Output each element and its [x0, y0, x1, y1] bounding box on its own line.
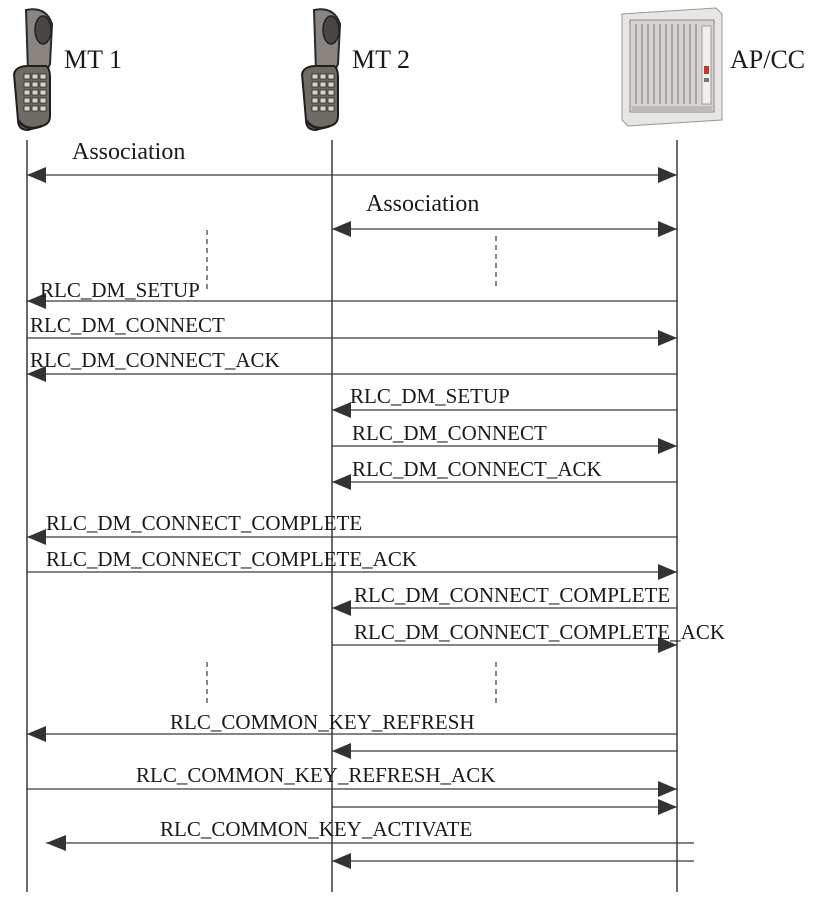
key-refresh-ack-mt1-message: RLC_COMMON_KEY_REFRESH_ACK: [27, 763, 677, 797]
mt1-connect-complete-ack-message: RLC_DM_CONNECT_COMPLETE_ACK: [27, 547, 677, 580]
mt1-connect-complete-ack-label: RLC_DM_CONNECT_COMPLETE_ACK: [46, 547, 417, 571]
mt2-label: MT 2: [352, 45, 410, 74]
association-mt2-label: Association: [366, 191, 479, 217]
key-refresh-ack-mt2-message: [332, 799, 677, 815]
mt2-connect-complete-label: RLC_DM_CONNECT_COMPLETE: [354, 583, 670, 607]
mt1-connect-complete-label: RLC_DM_CONNECT_COMPLETE: [46, 511, 362, 535]
mt2-connect-complete-message: RLC_DM_CONNECT_COMPLETE: [332, 583, 677, 616]
association-mt2-message: Association: [332, 191, 677, 237]
mt2-setup-message: RLC_DM_SETUP: [332, 384, 677, 418]
mt1-connect-label: RLC_DM_CONNECT: [30, 313, 225, 337]
key-activate-mt1-message: RLC_COMMON_KEY_ACTIVATE: [46, 817, 694, 851]
mt1-connect-complete-message: RLC_DM_CONNECT_COMPLETE: [27, 511, 677, 545]
mt1-setup-message: RLC_DM_SETUP: [27, 278, 677, 309]
mt1-label: MT 1: [64, 45, 122, 74]
mt2-connect-message: RLC_DM_CONNECT: [332, 421, 677, 454]
ap-rack-icon: [621, 7, 723, 127]
mt2-setup-label: RLC_DM_SETUP: [350, 384, 510, 408]
key-refresh-label: RLC_COMMON_KEY_REFRESH: [170, 710, 475, 734]
mt2-phone-icon: [300, 8, 342, 132]
mt1-connect-ack-label: RLC_DM_CONNECT_ACK: [30, 348, 280, 372]
key-activate-label: RLC_COMMON_KEY_ACTIVATE: [160, 817, 472, 841]
key-activate-mt2-message: [332, 853, 694, 869]
mt2-connect-ack-message: RLC_DM_CONNECT_ACK: [332, 457, 677, 490]
ap-label: AP/CC: [730, 45, 805, 74]
key-refresh-mt1-message: RLC_COMMON_KEY_REFRESH: [27, 710, 677, 742]
mt1-phone-icon: [12, 8, 54, 132]
mt1-setup-label: RLC_DM_SETUP: [40, 278, 200, 302]
mt1-connect-ack-message: RLC_DM_CONNECT_ACK: [27, 348, 677, 382]
association-mt1-label: Association: [72, 139, 185, 165]
key-refresh-mt2-message: [332, 743, 677, 759]
key-refresh-ack-label: RLC_COMMON_KEY_REFRESH_ACK: [136, 763, 495, 787]
association-mt1-message: Association: [27, 139, 677, 183]
mt2-connect-label: RLC_DM_CONNECT: [352, 421, 547, 445]
mt2-connect-ack-label: RLC_DM_CONNECT_ACK: [352, 457, 602, 481]
mt1-connect-message: RLC_DM_CONNECT: [27, 313, 677, 346]
mt2-connect-complete-ack-label: RLC_DM_CONNECT_COMPLETE_ACK: [354, 620, 725, 644]
mt2-connect-complete-ack-message: RLC_DM_CONNECT_COMPLETE_ACK: [332, 620, 725, 653]
